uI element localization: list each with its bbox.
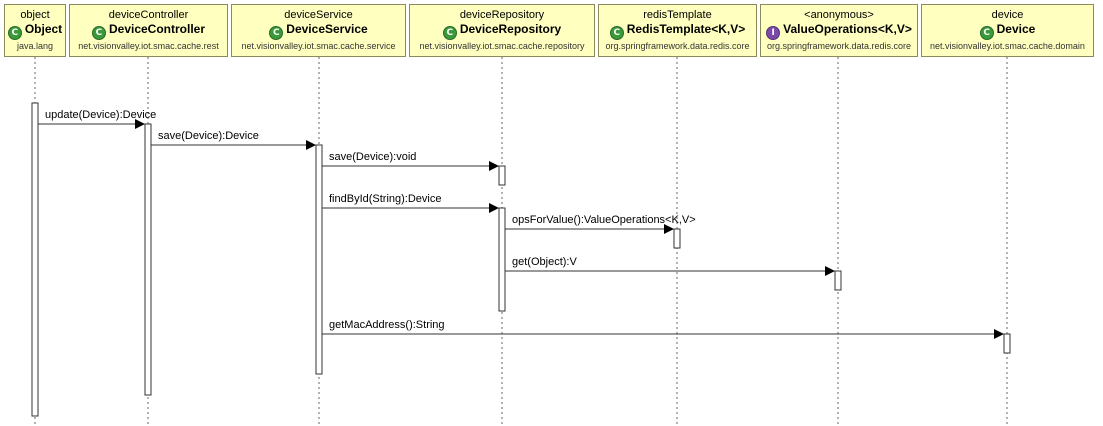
activation-bar-5 [673, 228, 681, 249]
arrowhead-icon [664, 224, 674, 234]
lifeline-package: net.visionvalley.iot.smac.cache.service [241, 41, 396, 51]
lifeline-class-name: DeviceController [108, 22, 206, 36]
lifeline-class-name: ValueOperations<K,V> [783, 22, 912, 36]
activation-bar-0 [31, 102, 39, 417]
activation-bar-6 [834, 270, 842, 291]
message-label-6: getMacAddress():String [329, 319, 445, 331]
class-icon: C [609, 26, 624, 40]
message-label-3: findById(String):Device [329, 193, 442, 205]
lifeline-class-name: DeviceRepository [459, 22, 562, 36]
lifeline-role: deviceRepository [459, 9, 545, 21]
lifeline-role: deviceController [108, 9, 189, 21]
message-label-1: save(Device):Device [158, 130, 259, 142]
arrowhead-icon [135, 119, 145, 129]
class-icon: C [91, 26, 106, 40]
message-label-5: get(Object):V [512, 256, 577, 268]
activation-bar-4 [498, 207, 506, 312]
lifeline-package: org.springframework.data.redis.core [766, 41, 912, 51]
lifeline-class-name: RedisTemplate<K,V> [626, 22, 746, 36]
lifeline-package: net.visionvalley.iot.smac.cache.reposito… [419, 41, 585, 51]
arrowhead-icon [306, 140, 316, 150]
lifeline-class-name: DeviceService [286, 22, 368, 36]
arrowhead-icon [825, 266, 835, 276]
message-label-4: opsForValue():ValueOperations<K,V> [512, 214, 696, 226]
arrowhead-icon [489, 161, 499, 171]
activation-bar-2 [315, 144, 323, 375]
lifeline-package: org.springframework.data.redis.core [605, 41, 750, 51]
class-icon: C [979, 26, 994, 40]
lifeline-package: java.lang [16, 41, 54, 51]
lifeline-package: net.visionvalley.iot.smac.cache.rest [78, 41, 219, 51]
class-icon: C [7, 26, 22, 40]
message-label-0: update(Device):Device [45, 109, 156, 121]
activation-bar-1 [144, 123, 152, 396]
lifeline-package: net.visionvalley.iot.smac.cache.domain [930, 41, 1085, 51]
interface-icon: I [766, 26, 781, 40]
lifeline-role: device [991, 9, 1024, 21]
lifeline-role: <anonymous> [804, 9, 874, 21]
arrowhead-icon [489, 203, 499, 213]
lifeline-role: object [20, 9, 50, 21]
activation-bar-3 [498, 165, 506, 186]
class-icon: C [269, 26, 284, 40]
activation-bar-7 [1003, 333, 1011, 354]
lifeline-class-name: Object [24, 22, 63, 36]
lifeline-class-name: Device [996, 22, 1036, 36]
lifeline-role: deviceService [284, 9, 353, 21]
class-icon: C [442, 26, 457, 40]
lifeline-role: redisTemplate [643, 9, 712, 21]
message-label-2: save(Device):void [329, 151, 416, 163]
arrowhead-icon [994, 329, 1004, 339]
